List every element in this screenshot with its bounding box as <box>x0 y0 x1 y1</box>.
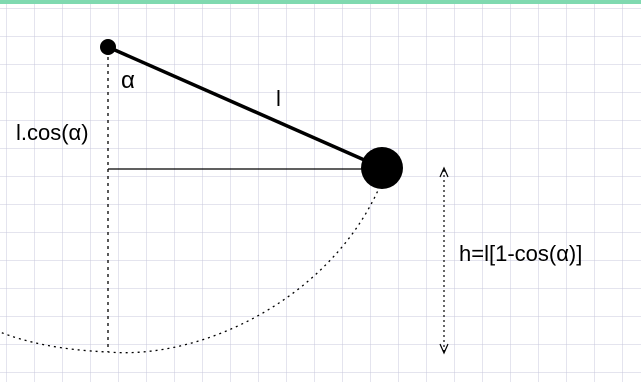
height-arrow-bottom <box>439 343 449 355</box>
length-label: l <box>276 86 281 111</box>
vertical-component-label: l.cos(α) <box>16 120 89 145</box>
swing-arc <box>0 185 381 354</box>
height-arrow-top <box>439 166 449 178</box>
height-formula-label: h=l[1-cos(α)] <box>459 241 582 266</box>
top-border <box>0 0 641 4</box>
pendulum-bob <box>361 147 403 189</box>
angle-label: α <box>121 67 135 94</box>
pivot-point <box>100 39 116 55</box>
pendulum-rod <box>107 45 379 168</box>
